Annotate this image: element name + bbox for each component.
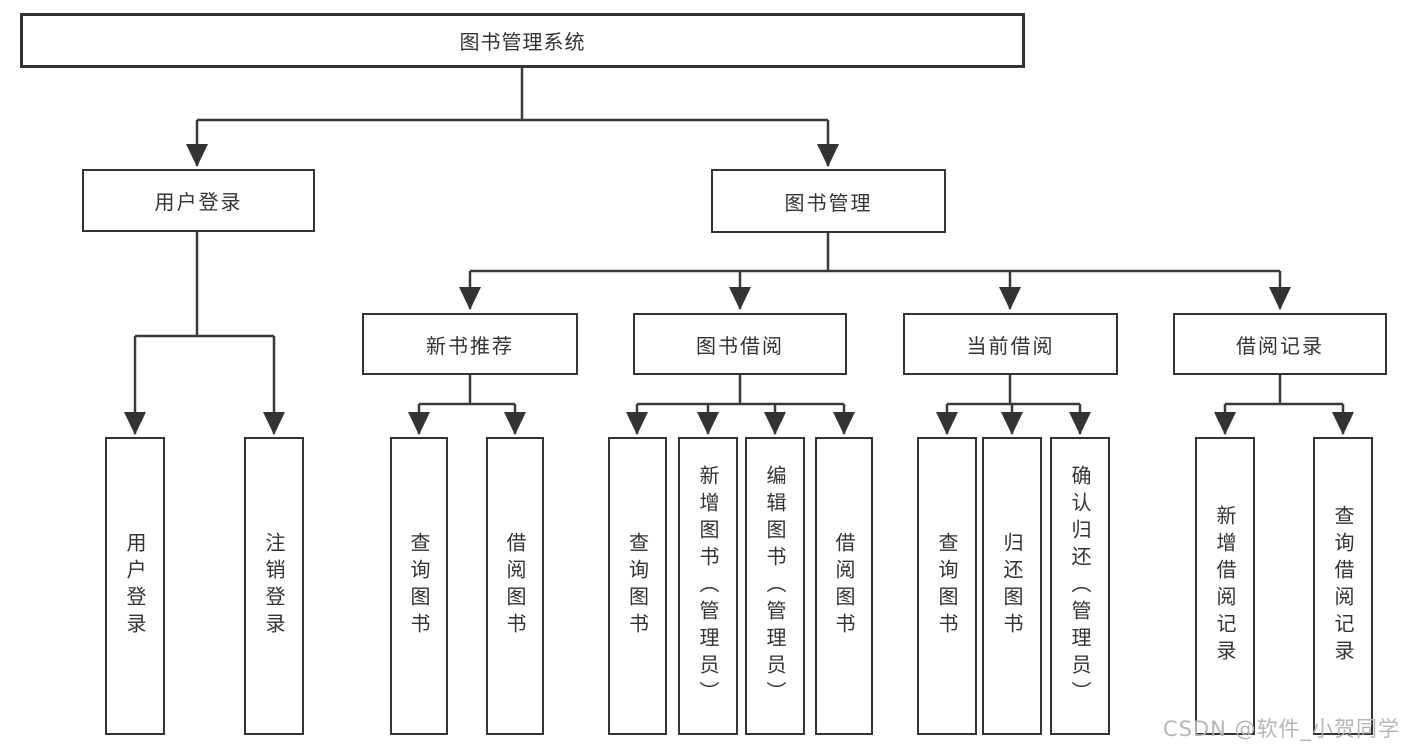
node-book-borrow: 图书借阅 [633,313,847,375]
node-library-system: 图书管理系统 [20,13,1025,68]
node-new-book-recommend: 新书推荐 [362,313,578,375]
leaf-current-confirm-return-admin: 确认归还（管理员） [1050,437,1110,735]
leaf-user-login: 用户登录 [105,437,165,735]
leaf-recommend-borrow-books: 借阅图书 [486,437,544,735]
leaf-current-return-books: 归还图书 [982,437,1042,735]
leaf-recommend-query-books: 查询图书 [390,437,448,735]
leaf-borrow-edit-books-admin: 编辑图书（管理员） [745,437,805,735]
node-current-borrow: 当前借阅 [903,313,1118,375]
node-borrow-records: 借阅记录 [1173,313,1387,375]
leaf-logout: 注销登录 [244,437,304,735]
node-user-login: 用户登录 [82,169,315,232]
leaf-current-query-books: 查询图书 [917,437,977,735]
leaf-records-query-record: 查询借阅记录 [1313,437,1373,735]
leaf-records-add-record: 新增借阅记录 [1195,437,1255,735]
leaf-borrow-query-books: 查询图书 [608,437,667,735]
leaf-borrow-add-books-admin: 新增图书（管理员） [678,437,738,735]
csdn-watermark: CSDN @软件_小贺同学 [1162,717,1400,741]
node-book-management: 图书管理 [711,169,946,233]
leaf-borrow-borrow-books: 借阅图书 [815,437,873,735]
